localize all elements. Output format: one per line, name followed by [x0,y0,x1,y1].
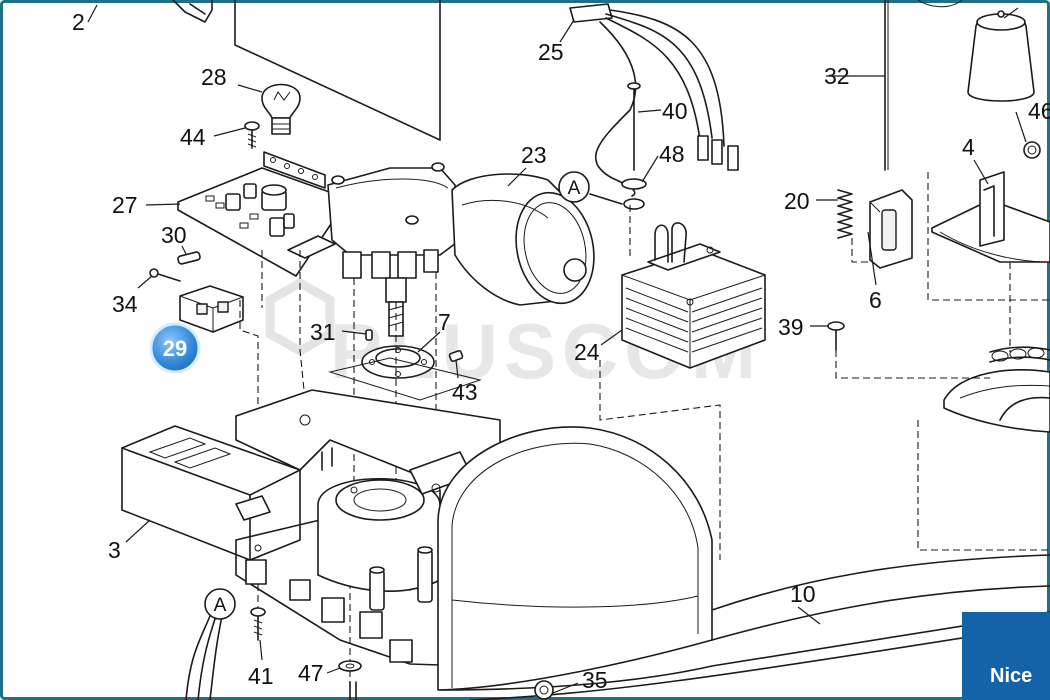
label-part-7: 7 [438,309,451,335]
label-part-6: 6 [869,287,882,313]
label-part-25: 25 [538,39,564,65]
pinion-guard [943,369,1050,433]
power-cable-end [185,615,223,700]
label-part-2: 2 [72,9,85,35]
bolt-40 [627,82,641,171]
wire-connector [569,3,739,197]
label-part-39: 39 [778,314,804,340]
part-number-labels: 2 28 44 27 30 34 31 7 43 23 25 40 48 24 … [72,9,1050,693]
slider-bracket [869,189,913,269]
base-housing [121,357,501,666]
label-part-47: 47 [298,660,324,686]
label-part-3: 3 [108,537,121,563]
connector-marker-top: A [558,171,590,203]
label-part-41: 41 [248,663,274,689]
drive-chain [989,346,1050,363]
gear-motor [327,162,595,306]
label-part-20: 20 [784,188,810,214]
screw-44 [244,121,260,149]
limit-switch-housing [931,171,1050,263]
label-part-4: 4 [962,134,975,160]
lamp-bulb [261,83,301,135]
screw-41 [250,607,266,641]
washer-47 [338,660,362,700]
svg-text:29: 29 [163,336,187,361]
washer-48 [621,178,647,210]
transformer [621,222,766,369]
cap-cover [917,0,1035,102]
cover-plate [172,0,441,141]
screw-39 [827,321,845,351]
connector-marker-bottom: A [204,588,236,620]
fuse [177,251,201,265]
label-part-40: 40 [662,98,688,124]
label-part-30: 30 [161,222,187,248]
label-part-43: 43 [452,379,478,405]
pin-31 [365,329,373,341]
callout-leaders [87,4,1027,694]
brand-logo: Nice [962,612,1050,700]
label-part-23: 23 [521,142,547,168]
label-part-35: 35 [582,667,608,693]
svg-text:A: A [568,178,581,199]
label-part-10: 10 [790,581,816,607]
grub-screw-43 [448,349,464,363]
label-part-28: 28 [201,64,227,90]
screw-46 [1023,141,1041,159]
label-part-46: 46 [1028,98,1050,124]
terminal-block [179,285,244,333]
label-part-44: 44 [180,124,206,150]
rail-profile [439,554,1050,700]
svg-text:A: A [214,595,227,616]
screw-34 [149,268,181,282]
label-part-31: 31 [310,319,336,345]
highlighted-part-badge[interactable]: 29 [149,322,201,374]
screw-35 [534,680,554,700]
control-board [177,151,336,277]
label-part-32: 32 [824,63,850,89]
label-part-27: 27 [112,192,138,218]
brand-logo-text: Nice [990,665,1032,687]
motor-cover-arch [437,426,713,691]
label-part-34: 34 [112,291,138,317]
label-part-48: 48 [659,141,685,167]
label-part-24: 24 [574,339,600,365]
spring-20 [837,189,853,239]
